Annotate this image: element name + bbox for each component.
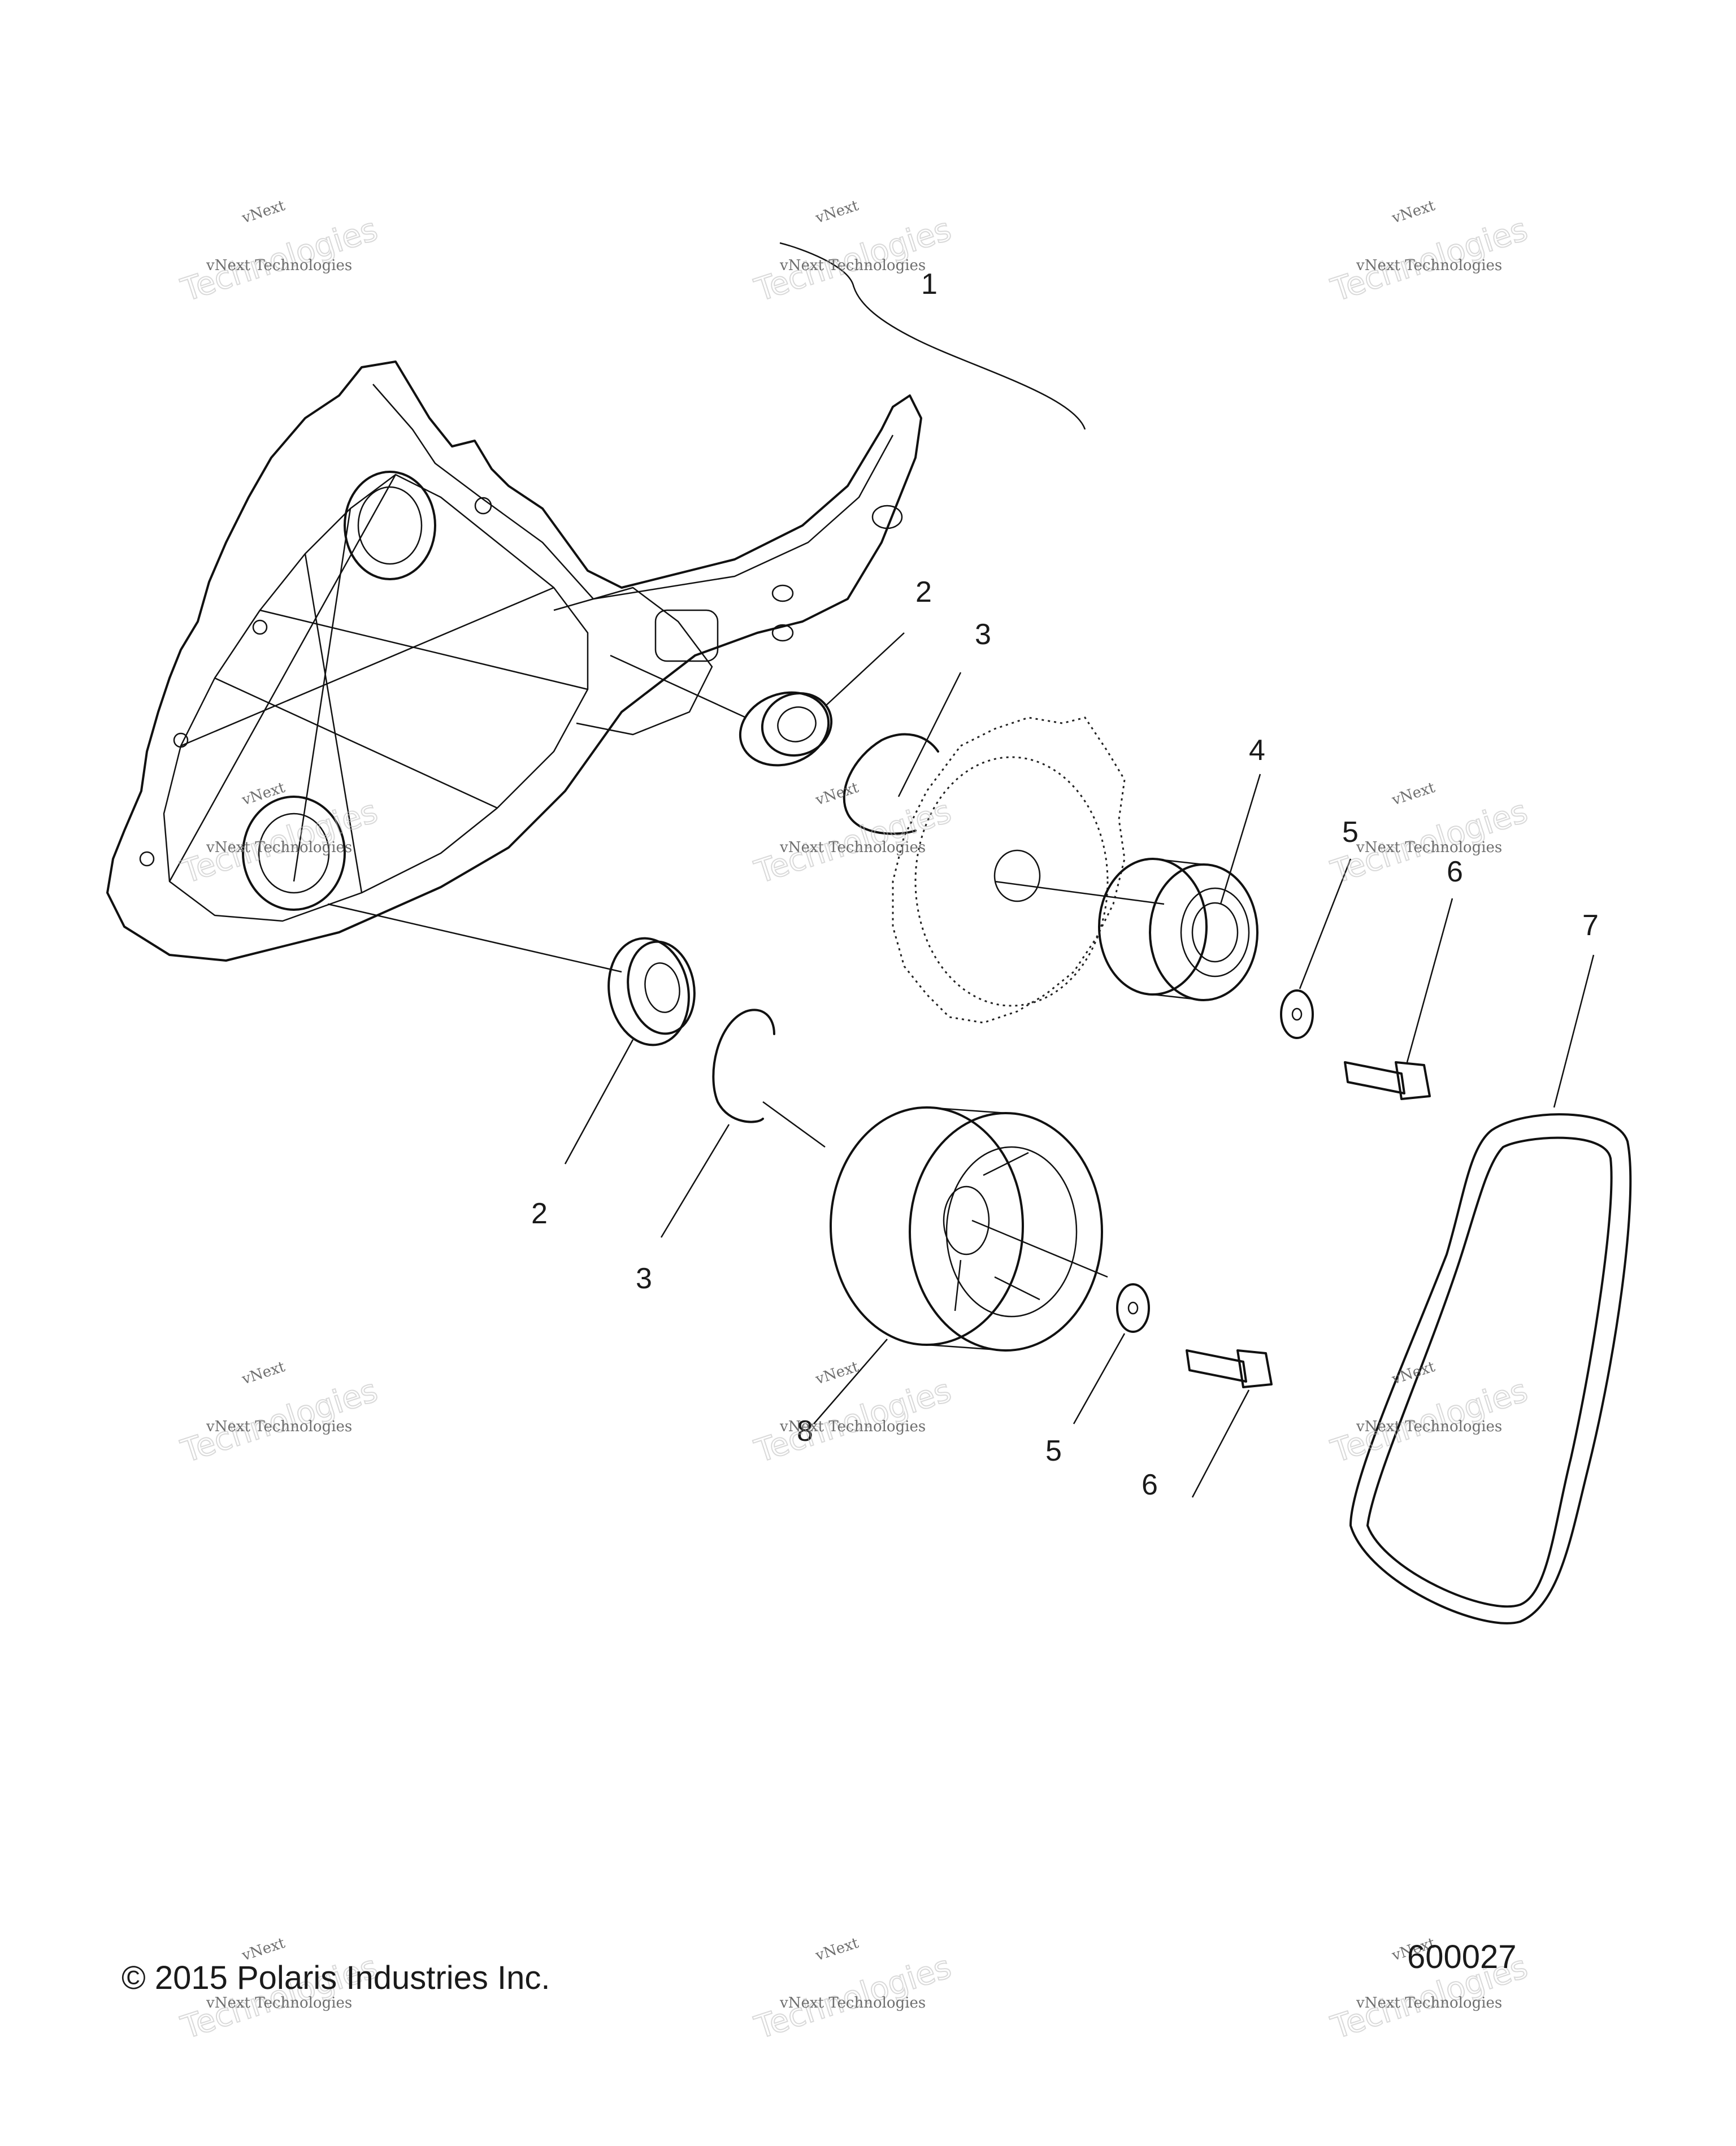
- svg-text:vNext: vNext: [1390, 779, 1438, 809]
- lower-bolt: [1186, 1349, 1273, 1388]
- watermark-11-caption: vNext Technologies: [779, 1995, 926, 2012]
- large-sprocket: [830, 1106, 1103, 1352]
- watermark-8: vNext Technologies: [750, 1358, 956, 1471]
- svg-text:vNext: vNext: [240, 197, 288, 227]
- upper-bolt: [1344, 1061, 1431, 1100]
- svg-text:vNext: vNext: [813, 197, 861, 227]
- watermark-5-caption: vNext Technologies: [779, 839, 926, 856]
- lower-snap-ring: [712, 1009, 775, 1123]
- lower-bearing: [607, 937, 696, 1046]
- callout-6-upper: 6: [1447, 855, 1463, 888]
- watermark-8-caption: vNext Technologies: [779, 1418, 926, 1435]
- watermark-7-caption: vNext Technologies: [206, 1418, 352, 1435]
- svg-text:vNext: vNext: [813, 779, 861, 809]
- watermark-7: vNext Technologies: [176, 1358, 383, 1471]
- callout-3-lower: 3: [636, 1262, 652, 1295]
- watermark-12: vNext Technologies: [1326, 1935, 1533, 2047]
- watermark-11: vNext Technologies: [750, 1935, 956, 2047]
- callout-5-lower: 5: [1045, 1435, 1062, 1467]
- callout-3-upper: 3: [975, 618, 991, 651]
- phantom-sprocket: [892, 716, 1126, 1024]
- drive-belt: [1349, 1113, 1632, 1624]
- callout-4: 4: [1249, 734, 1265, 767]
- watermark-4-caption: vNext Technologies: [206, 839, 352, 856]
- watermark-3: vNext Technologies: [1326, 197, 1533, 310]
- svg-text:vNext: vNext: [813, 1358, 861, 1388]
- svg-text:vNext: vNext: [813, 1935, 861, 1965]
- callout-2-lower: 2: [531, 1197, 548, 1230]
- watermark-9: vNext Technologies: [1326, 1358, 1533, 1471]
- watermark-3-caption: vNext Technologies: [1356, 257, 1502, 274]
- svg-text:vNext: vNext: [240, 779, 288, 809]
- watermark-10-caption: vNext Technologies: [206, 1995, 352, 2012]
- svg-text:vNext: vNext: [1390, 1358, 1438, 1388]
- small-sprocket: [1098, 858, 1258, 1001]
- callout-5-upper: 5: [1342, 816, 1359, 849]
- svg-text:vNext: vNext: [240, 1358, 288, 1388]
- upper-snap-ring: [843, 733, 939, 835]
- watermark-1: vNext Technologies: [176, 197, 383, 310]
- upper-washer: [1280, 989, 1314, 1039]
- callout-2-upper: 2: [915, 576, 932, 609]
- watermark-5: vNext Technologies: [750, 779, 956, 892]
- watermark-6-caption: vNext Technologies: [1356, 839, 1502, 856]
- watermark-1-caption: vNext Technologies: [206, 257, 352, 274]
- watermark-2-caption: vNext Technologies: [779, 257, 926, 274]
- callout-8: 8: [797, 1415, 813, 1448]
- watermark-4: vNext Technologies: [176, 779, 383, 892]
- copyright-text: © 2015 Polaris Industries Inc.: [121, 1960, 550, 1996]
- assembly-bracket: [779, 242, 1086, 430]
- chaincase-housing: [106, 360, 922, 962]
- watermark-9-caption: vNext Technologies: [1356, 1418, 1502, 1435]
- callout-7: 7: [1582, 909, 1599, 942]
- svg-text:vNext: vNext: [1390, 197, 1438, 227]
- callout-6-lower: 6: [1142, 1469, 1158, 1501]
- upper-bearing: [739, 691, 833, 767]
- lower-washer: [1116, 1283, 1150, 1333]
- callout-1: 1: [921, 268, 938, 301]
- watermark-12-caption: vNext Technologies: [1356, 1995, 1502, 2012]
- figure-number: 600027: [1407, 1939, 1517, 1975]
